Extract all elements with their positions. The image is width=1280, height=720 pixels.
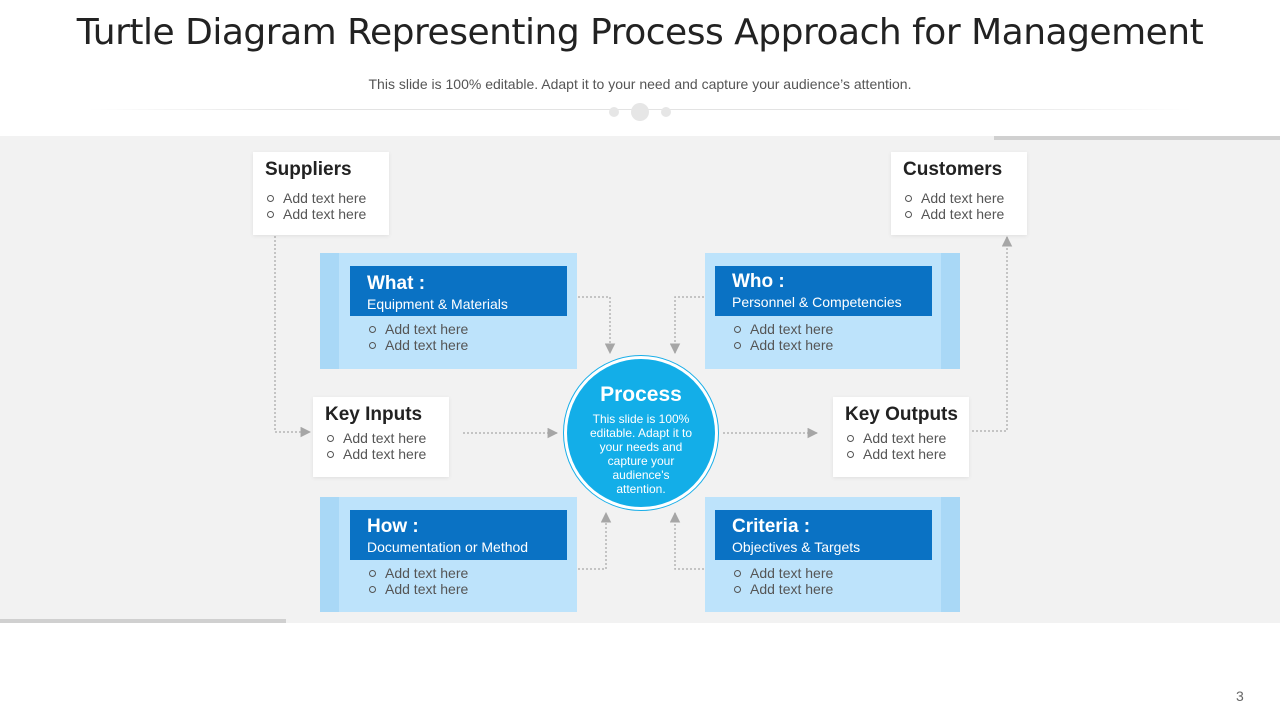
how-subheading: Documentation or Method bbox=[367, 539, 529, 555]
list-item: Add text here bbox=[367, 321, 468, 337]
accent-bar-top bbox=[994, 136, 1280, 140]
list-item: Add text here bbox=[903, 206, 1004, 222]
criteria-subheading: Objectives & Targets bbox=[732, 539, 861, 555]
criteria-list: Add text here Add text here bbox=[732, 565, 833, 597]
key-inputs-list: Add text here Add text here bbox=[325, 430, 426, 462]
customers-title: Customers bbox=[903, 159, 1003, 180]
who-panel: Who : Personnel & Competencies Add text … bbox=[705, 253, 960, 369]
who-heading: Who : bbox=[732, 271, 785, 292]
list-item: Add text here bbox=[265, 206, 366, 222]
list-item: Add text here bbox=[732, 337, 833, 353]
criteria-header: Criteria : Objectives & Targets bbox=[715, 510, 932, 560]
header-dots bbox=[0, 102, 1280, 121]
what-subheading: Equipment & Materials bbox=[367, 296, 508, 312]
what-heading: What : bbox=[367, 273, 426, 294]
customers-list: Add text here Add text here bbox=[903, 190, 1004, 222]
slide-title: Turtle Diagram Representing Process Appr… bbox=[76, 12, 1204, 53]
accent-bar-bottom bbox=[0, 619, 286, 623]
key-outputs-list: Add text here Add text here bbox=[845, 430, 946, 462]
list-item: Add text here bbox=[732, 321, 833, 337]
list-item: Add text here bbox=[265, 190, 366, 206]
what-list: Add text here Add text here bbox=[367, 321, 468, 353]
process-title: Process bbox=[600, 383, 682, 406]
list-item: Add text here bbox=[325, 446, 426, 462]
suppliers-list: Add text here Add text here bbox=[265, 190, 366, 222]
list-item: Add text here bbox=[903, 190, 1004, 206]
list-item: Add text here bbox=[367, 565, 468, 581]
list-item: Add text here bbox=[367, 581, 468, 597]
criteria-panel: Criteria : Objectives & Targets Add text… bbox=[705, 497, 960, 612]
what-panel: What : Equipment & Materials Add text he… bbox=[320, 253, 577, 369]
arrow-who-to-process bbox=[669, 296, 704, 355]
arrow-outputs-to-customers bbox=[972, 235, 1013, 432]
list-item: Add text here bbox=[325, 430, 426, 446]
customers-card: Customers Add text here Add text here bbox=[891, 152, 1027, 235]
arrow-how-to-process bbox=[578, 511, 612, 570]
slide-subtitle: This slide is 100% editable. Adapt it to… bbox=[368, 76, 912, 92]
who-subheading: Personnel & Competencies bbox=[732, 294, 902, 310]
arrow-criteria-to-process bbox=[669, 511, 704, 570]
suppliers-card: Suppliers Add text here Add text here bbox=[253, 152, 389, 235]
arrow-what-to-process bbox=[578, 296, 616, 355]
what-header: What : Equipment & Materials bbox=[350, 266, 567, 316]
who-header: Who : Personnel & Competencies bbox=[715, 266, 932, 316]
how-header: How : Documentation or Method bbox=[350, 510, 567, 560]
list-item: Add text here bbox=[845, 430, 946, 446]
key-inputs-title: Key Inputs bbox=[325, 404, 423, 425]
page-number: 3 bbox=[1236, 688, 1244, 704]
criteria-heading: Criteria : bbox=[732, 516, 811, 537]
list-item: Add text here bbox=[367, 337, 468, 353]
list-item: Add text here bbox=[845, 446, 946, 462]
list-item: Add text here bbox=[732, 581, 833, 597]
suppliers-title: Suppliers bbox=[265, 159, 352, 180]
how-panel: How : Documentation or Method Add text h… bbox=[320, 497, 577, 612]
arrow-suppliers-to-inputs bbox=[274, 236, 312, 438]
key-inputs-card: Key Inputs Add text here Add text here bbox=[313, 397, 449, 477]
key-outputs-title: Key Outputs bbox=[845, 404, 958, 425]
who-list: Add text here Add text here bbox=[732, 321, 833, 353]
process-circle: Process This slide is 100% editable. Ada… bbox=[567, 359, 715, 507]
process-description: This slide is 100% editable. Adapt it to… bbox=[589, 412, 693, 496]
how-heading: How : bbox=[367, 516, 419, 537]
how-list: Add text here Add text here bbox=[367, 565, 468, 597]
list-item: Add text here bbox=[732, 565, 833, 581]
key-outputs-card: Key Outputs Add text here Add text here bbox=[833, 397, 969, 477]
